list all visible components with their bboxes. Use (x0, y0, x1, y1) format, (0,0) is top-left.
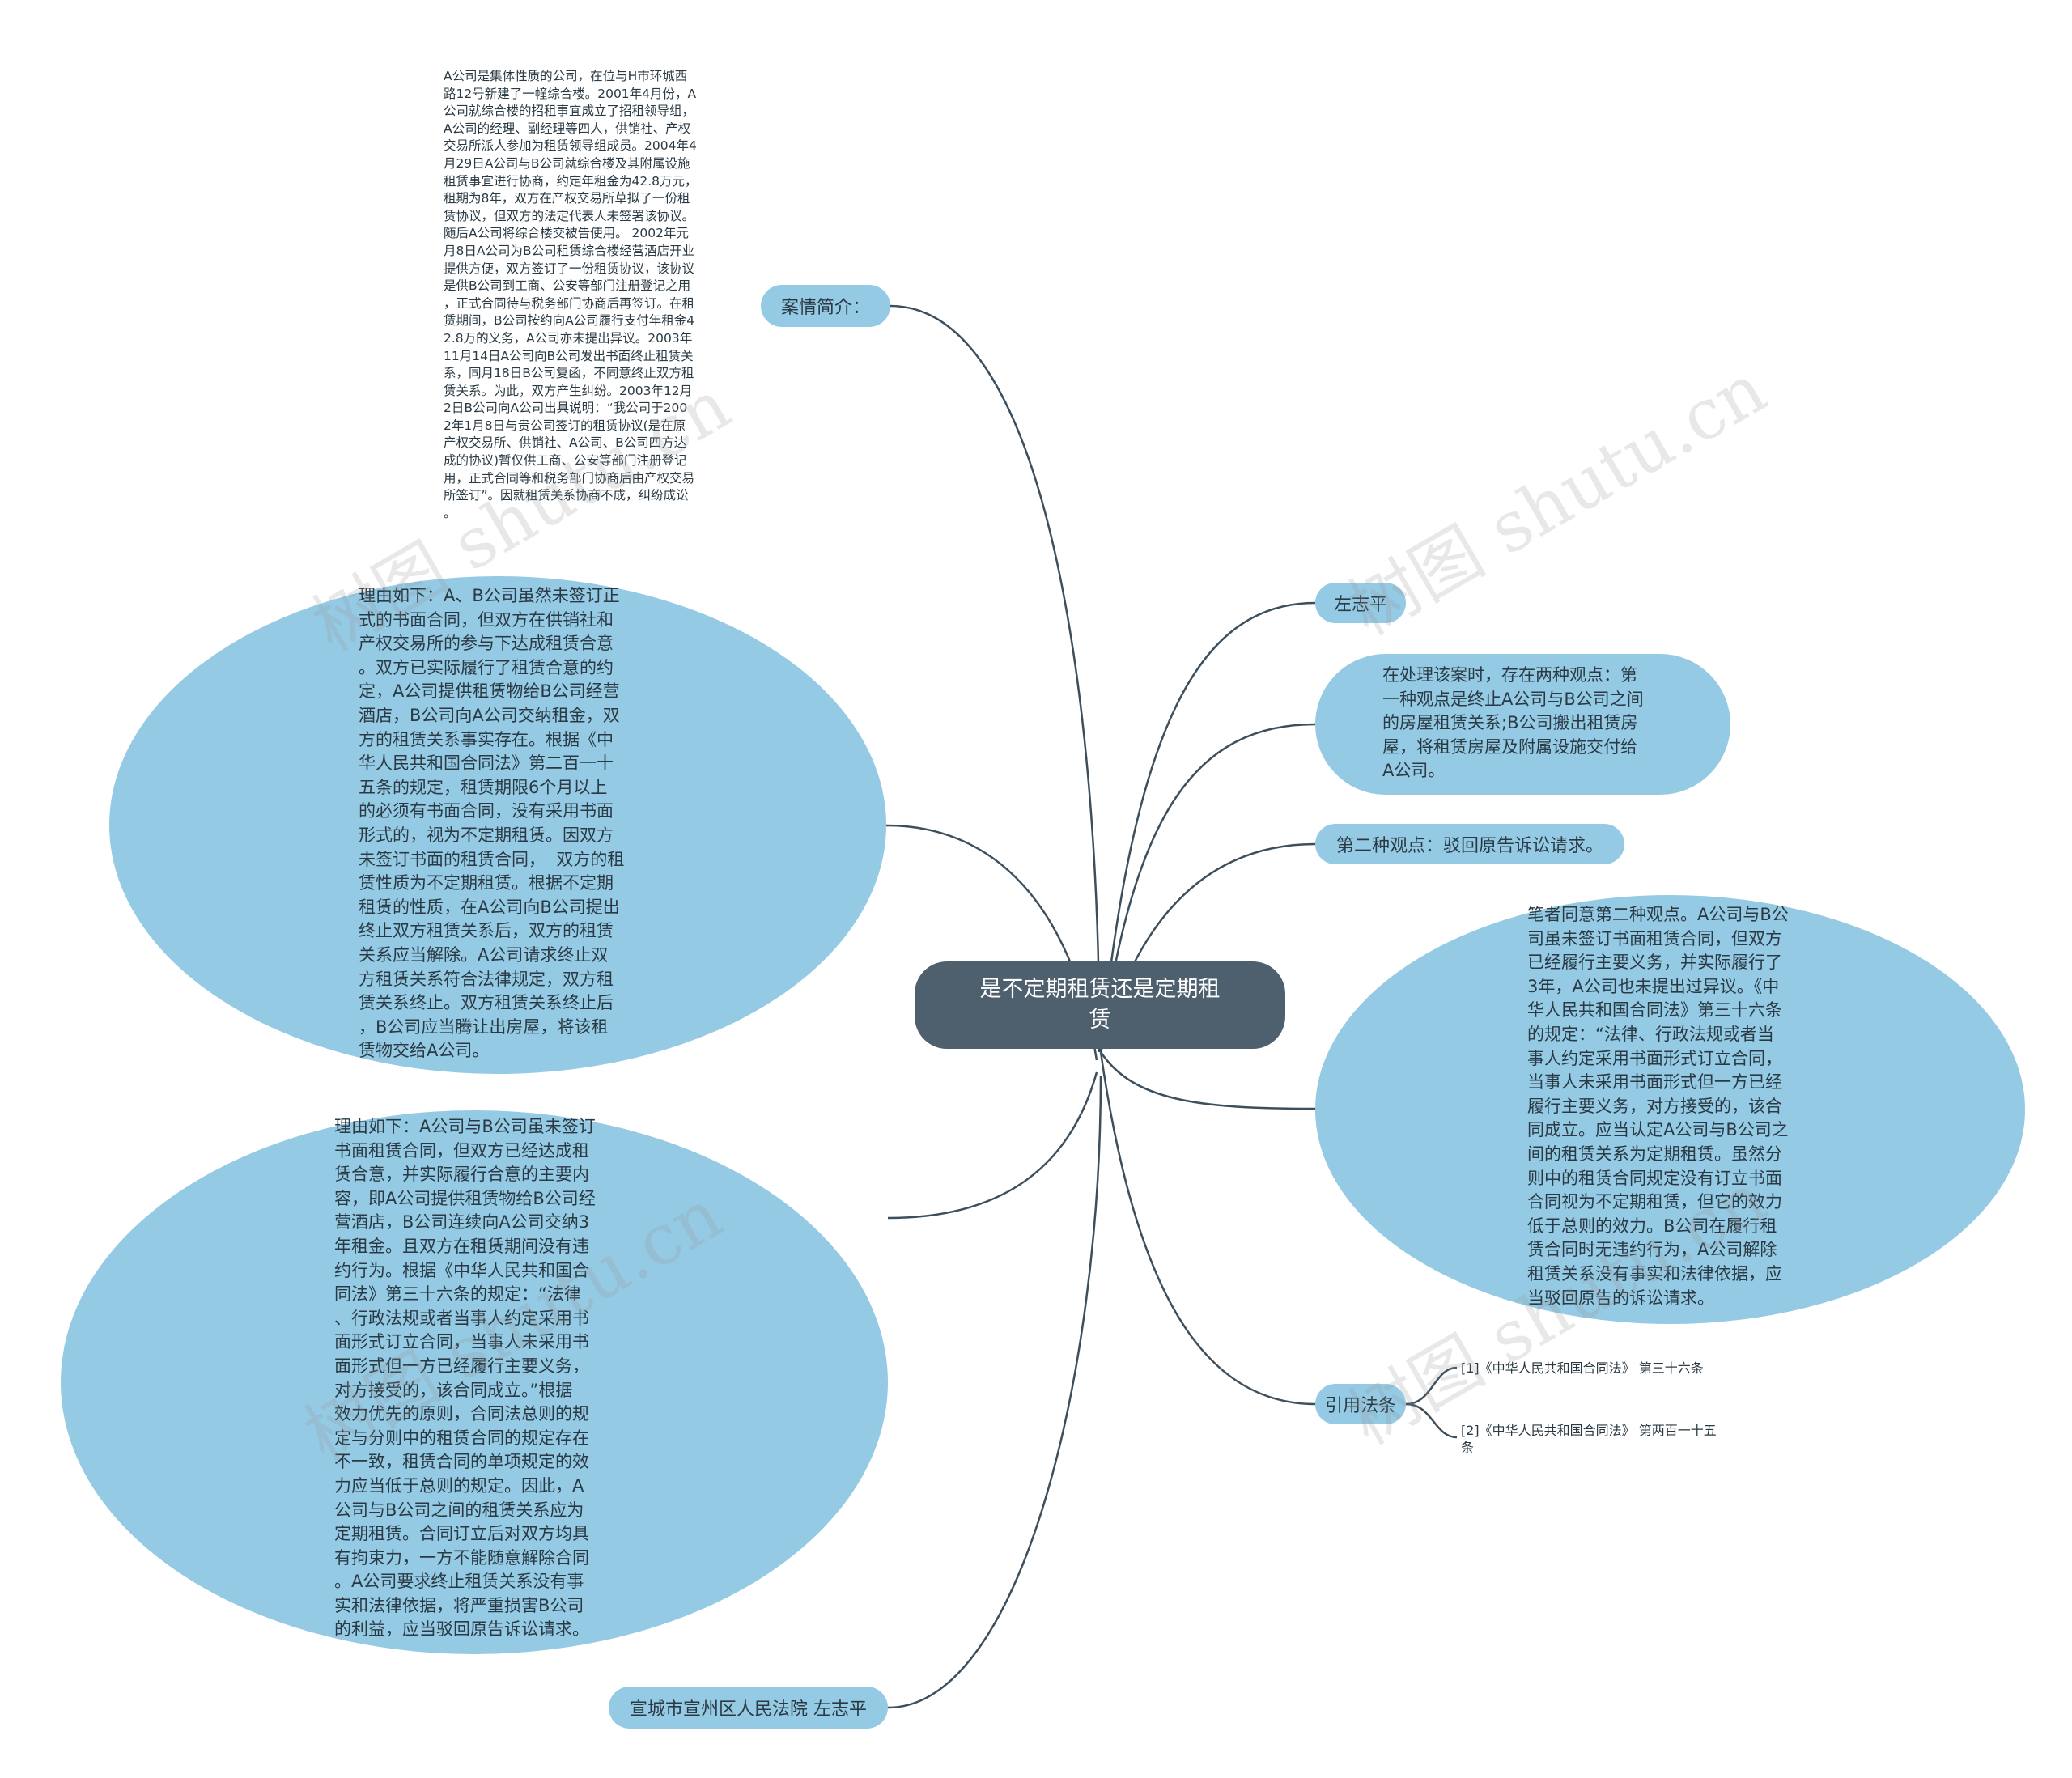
case-text: A公司是集体性质的公司，在位与H市环城西 路12号新建了一幢综合楼。2001年4… (444, 69, 698, 520)
link-opinion (1099, 1051, 1316, 1110)
root-node[interactable]: 是不定期租赁还是定期租 赁 (915, 961, 1285, 1049)
reason-b-node[interactable] (61, 1110, 888, 1654)
link-law-2 (1405, 1402, 1458, 1439)
link-author (1099, 601, 1316, 1053)
view-two-label: 第二种观点：驳回原告诉讼请求。 (1335, 836, 1603, 856)
law-ref-2: [2]《中华人民共和国合同法》 第两百一十五 条 (1461, 1423, 1717, 1455)
reason-a-node[interactable] (109, 576, 886, 1074)
law-node[interactable]: 引用法条 (1315, 1384, 1406, 1424)
link-reason-b (887, 1071, 1098, 1220)
view-two-node[interactable]: 第二种观点：驳回原告诉讼请求。 (1315, 824, 1624, 864)
case-summary-label: 案情简介： (780, 298, 870, 318)
view-intro-text: 在处理该案时，存在两种观点：第 一种观点是终止A公司与B公司之间 的房屋租赁关系… (1382, 665, 1644, 781)
link-law-1 (1405, 1366, 1458, 1406)
court-node[interactable]: 宣城市宣州区人民法院 左志平 (609, 1687, 888, 1729)
link-view-intro (1099, 723, 1316, 1053)
law-ref-1: [1]《中华人民共和国合同法》 第三十六条 (1461, 1360, 1704, 1376)
case-summary-node[interactable]: 案情简介： (761, 285, 890, 327)
link-case (890, 304, 1101, 1053)
view-intro-node[interactable] (1315, 654, 1730, 795)
reason-a-text: 理由如下：A、B公司虽然未签订正 式的书面合同，但双方在供销社和 产权交易所的参… (359, 586, 625, 1061)
root-title: 是不定期租赁还是定期租 赁 (979, 977, 1221, 1033)
link-law (1099, 1051, 1316, 1406)
court-label: 宣城市宣州区人民法院 左志平 (630, 1699, 867, 1720)
law-label: 引用法条 (1324, 1396, 1396, 1416)
reason-b-text: 理由如下：A公司与B公司虽未签订 书面租赁合同，但双方已经达成租 赁合意，并实际… (334, 1117, 596, 1640)
author-label: 左志平 (1333, 595, 1387, 615)
link-court (887, 1076, 1102, 1709)
author-node[interactable]: 左志平 (1315, 583, 1406, 623)
opinion-node[interactable] (1315, 895, 2025, 1324)
opinion-text: 笔者同意第二种观点。A公司与B公 司虽未签订书面租赁合同，但双方 已经履行主要义… (1527, 905, 1789, 1308)
